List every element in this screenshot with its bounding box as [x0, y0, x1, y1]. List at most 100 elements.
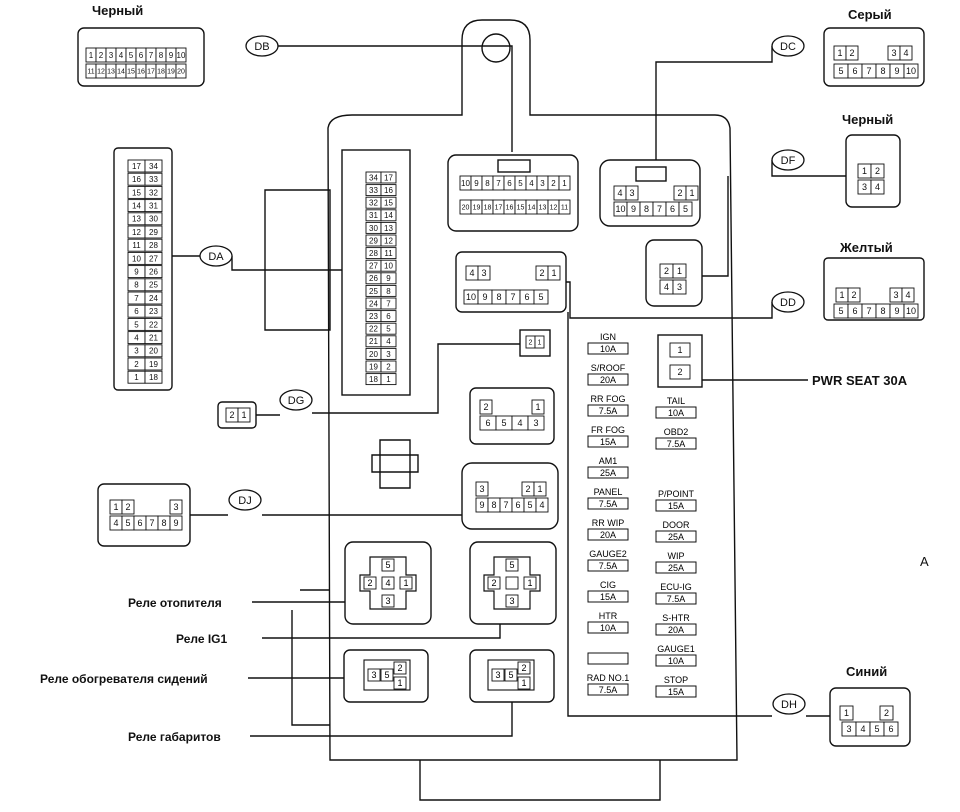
relay-seat-housing	[343, 649, 429, 703]
da-ext-cell	[144, 172, 163, 186]
db-ext-pin: 5	[129, 51, 134, 60]
dd-ext-pin: 5	[838, 306, 843, 316]
dg-leader	[256, 343, 520, 416]
da-ext-housing	[113, 147, 173, 391]
unk-box-cell	[531, 399, 545, 415]
dc-box-pin: 2	[677, 188, 682, 198]
dj-box-pin: 2	[525, 484, 530, 494]
relay-ig1-pin: 2	[491, 578, 496, 588]
dc-box-housing	[599, 159, 701, 227]
unk-box-housing	[469, 387, 555, 445]
dj-ext-pin: 5	[125, 518, 130, 528]
dc-ext-pin: 3	[891, 48, 896, 58]
da-box-cell	[380, 347, 397, 360]
relay-marker-pin: 2	[521, 663, 526, 673]
dc-ext-pin: 1	[837, 48, 842, 58]
da-box-pin: 31	[369, 211, 378, 220]
dd-ext-pin: 4	[905, 290, 910, 300]
df-ext-pin: 1	[862, 166, 867, 176]
db-tag: DB	[254, 41, 269, 53]
fuse-right-name: S-HTR	[662, 613, 690, 623]
relay-seat-cell	[393, 676, 407, 690]
marker-relay-label: Реле габаритов	[128, 730, 221, 744]
db-box-pin: 2	[551, 179, 556, 188]
da-ext-cell	[144, 251, 163, 265]
fuse-left-rating: 15A	[600, 437, 616, 447]
fuse-right-slot	[655, 654, 697, 667]
da-box-pin: 18	[369, 375, 378, 384]
seat-heater-relay-label: Реле обогревателя сидений	[40, 672, 208, 686]
dc-ext-pin: 10	[906, 66, 916, 76]
da-box-housing	[341, 149, 411, 396]
da-box-pin: 7	[386, 299, 391, 308]
dc-box-cell	[685, 185, 699, 201]
da-ext-pin: 17	[132, 162, 141, 171]
fuse-right-rating: 15A	[668, 501, 684, 511]
relay-heater-cell	[399, 576, 413, 590]
da-ext-pin: 19	[149, 360, 158, 369]
dd-ext-pin: 10	[906, 306, 916, 316]
da-box-pin: 23	[369, 312, 378, 321]
fuse-left-name: HTR	[599, 611, 618, 621]
db-box-pin: 1	[562, 179, 567, 188]
fuse-left-name: PANEL	[594, 487, 623, 497]
fuse-left-slot	[587, 466, 629, 479]
dd-color-label: Желтый	[839, 240, 893, 255]
da-box-pin: 30	[369, 224, 378, 233]
unk-box-pin: 3	[533, 418, 538, 428]
relay-marker-cell	[517, 661, 531, 675]
dd-ext-pin: 3	[893, 290, 898, 300]
da-box-cell	[380, 335, 397, 348]
dd-box-pin: 2	[539, 268, 544, 278]
dc-ext-pin: 4	[903, 48, 908, 58]
da-ext-pin: 26	[149, 267, 158, 276]
da-box-pin: 28	[369, 249, 378, 258]
dc-leader	[655, 46, 773, 160]
dj-box-pin: 6	[515, 500, 520, 510]
db-box-pin: 15	[517, 205, 525, 212]
relay-heater-cell	[381, 594, 395, 608]
da-box-pin: 12	[384, 236, 393, 245]
da-box-pin: 21	[369, 337, 378, 346]
da-ext-pin: 31	[149, 201, 158, 210]
db-ext-pin: 8	[159, 51, 164, 60]
dc-color-label: Серый	[848, 7, 892, 22]
socket-part	[371, 439, 419, 489]
dj-ext-pin: 6	[137, 518, 142, 528]
da-ext-pin: 20	[149, 347, 158, 356]
dc-ext-housing	[823, 27, 925, 87]
da-ext-pin: 7	[134, 294, 139, 303]
da-box-pin: 24	[369, 299, 378, 308]
dh-ext-pin: 1	[844, 708, 849, 718]
da-ext-pin: 25	[149, 281, 158, 290]
relay-marker-cell	[517, 676, 531, 690]
db-ext-pin: 12	[97, 69, 105, 76]
db-box-pin: 10	[461, 179, 470, 188]
dj-box-cell	[533, 481, 547, 497]
da-ext-pin: 12	[132, 228, 141, 237]
db-box-cell	[558, 199, 571, 215]
da-ext-pin: 24	[149, 294, 158, 303]
da-ext-pin: 2	[134, 360, 139, 369]
da-box-cell	[380, 234, 397, 247]
dh-ext-cell	[883, 721, 899, 737]
df-ext-pin: 4	[875, 182, 880, 192]
df-ext-pin: 2	[875, 166, 880, 176]
db-box-pin: 17	[495, 205, 503, 212]
df-box-pin: 3	[677, 282, 682, 292]
dd-leader	[566, 281, 773, 319]
fuse-left-name: RAD NO.1	[587, 673, 630, 683]
df-box-pin: 1	[677, 266, 682, 276]
da-box-pin: 15	[384, 199, 393, 208]
fuse-left-name: RR FOG	[591, 394, 626, 404]
df-tag: DF	[781, 155, 796, 167]
fuse-right-slot	[655, 592, 697, 605]
dj-ext-pin: 2	[125, 502, 130, 512]
dc-ext-cell	[903, 63, 919, 79]
relay-ig1-cell	[487, 576, 501, 590]
da-box-pin: 6	[386, 312, 391, 321]
relay-seat-cell	[380, 668, 394, 682]
da-ext-pin: 28	[149, 241, 158, 250]
dh-ext-housing	[829, 687, 911, 747]
df-box-pin: 2	[664, 266, 669, 276]
